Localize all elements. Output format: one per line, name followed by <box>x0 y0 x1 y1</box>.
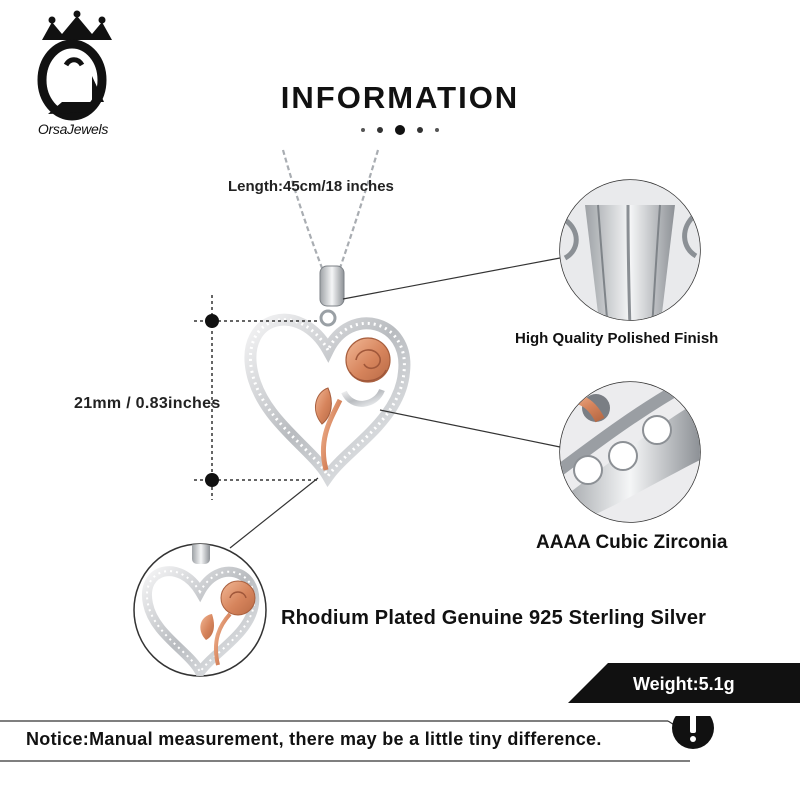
page-title: INFORMATION <box>280 80 520 115</box>
pendant-size-label: 21mm / 0.83inches <box>74 395 221 412</box>
brand-logo <box>37 10 112 121</box>
oj-monogram-icon <box>37 39 107 121</box>
feature-sterling-silver: Rhodium Plated Genuine 925 Sterling Silv… <box>281 607 707 629</box>
size-measure-guide <box>194 295 320 500</box>
chain-length-label: Length:45cm/18 inches <box>228 178 394 195</box>
feature-cubic-zirconia: AAAA Cubic Zirconia <box>536 532 728 553</box>
exclamation-icon <box>672 716 714 749</box>
brand-name: OrsaJewels <box>37 121 109 137</box>
pendant-bail <box>319 265 345 327</box>
weight-label: Weight:5.1g <box>633 674 735 694</box>
carousel-dots <box>361 125 439 135</box>
necklace-chain <box>281 149 380 269</box>
callout-polished-finish <box>559 179 701 321</box>
callout-cubic-zirconia <box>559 381 701 523</box>
notice-box <box>0 716 714 762</box>
weight-banner <box>568 663 800 703</box>
notice-text: Notice:Manual measurement, there may be … <box>26 729 602 749</box>
feature-polished-finish: High Quality Polished Finish <box>515 330 719 347</box>
callout-pendant-detail <box>133 543 267 677</box>
callout-lines <box>229 257 561 549</box>
heart-pendant <box>244 313 411 488</box>
crown-icon <box>42 10 112 40</box>
